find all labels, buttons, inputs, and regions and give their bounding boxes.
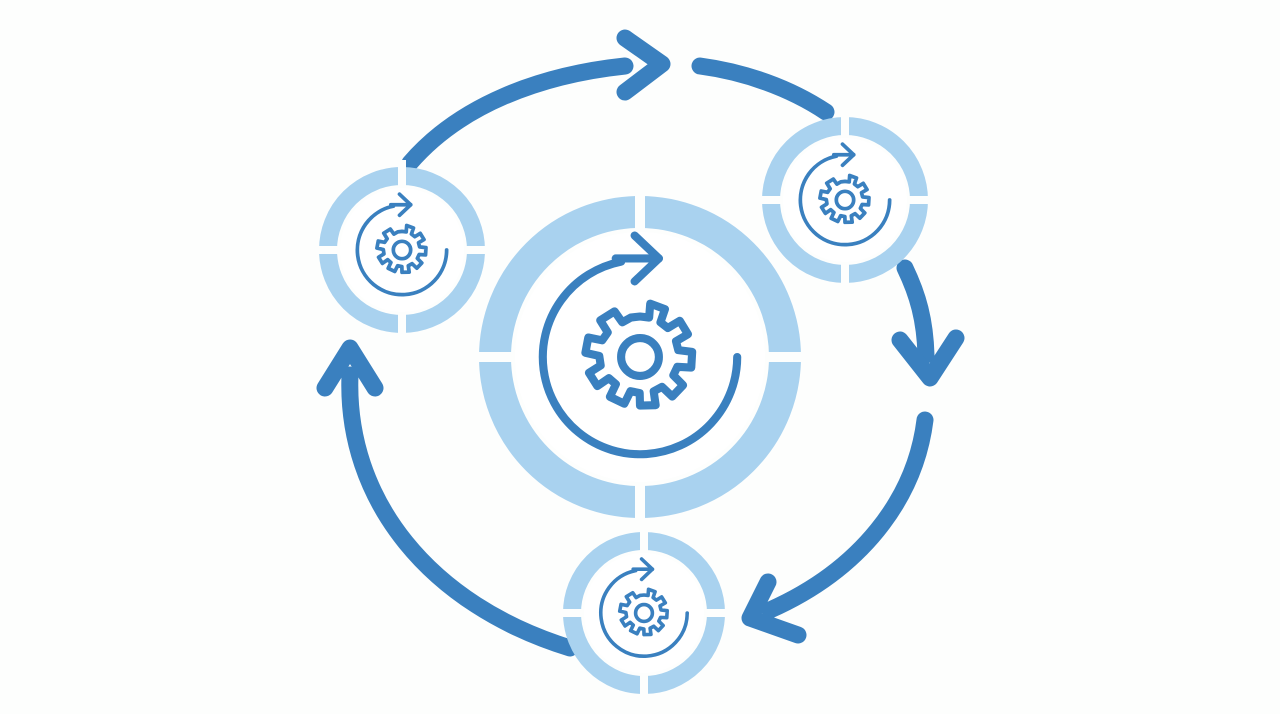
center-node (465, 182, 815, 532)
arrowhead-bottom-right (741, 573, 807, 644)
cycle-arrows (316, 29, 965, 657)
arrow-top-to-right (691, 57, 835, 121)
node-bottom (554, 523, 734, 703)
node-top-right (755, 110, 935, 290)
arrow-bottom-to-left (341, 366, 579, 657)
arrowhead-top (616, 29, 671, 101)
arrowhead-left (316, 339, 384, 397)
arrowhead-right (891, 329, 965, 387)
arrow-right-to-bottom (761, 411, 934, 619)
arrow-left-to-top (401, 57, 634, 172)
node-left (312, 160, 492, 340)
arrow-right-segment (896, 259, 935, 364)
